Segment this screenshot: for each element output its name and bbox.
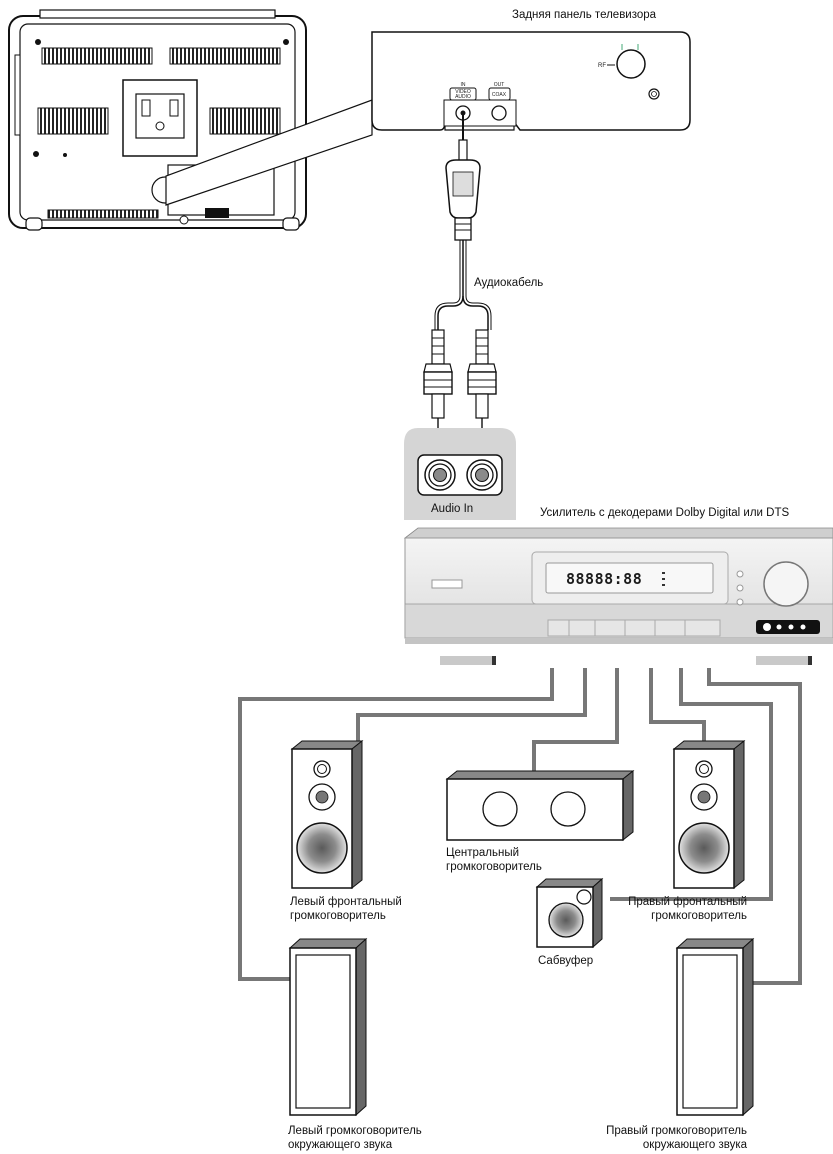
- right-surround-speaker-icon: [675, 937, 755, 1117]
- right-surround-label-line1: Правый громкоговоритель: [606, 1125, 747, 1137]
- tv-jack-audio-label: AUDIO: [455, 94, 471, 100]
- tv-jack-out-label: OUT: [494, 82, 505, 88]
- zoom-callout: [165, 31, 691, 206]
- left-front-label-line1: Левый фронтальный: [290, 896, 402, 908]
- center-speaker-label-line2: громкоговоритель: [446, 861, 542, 873]
- right-surround-label-line2: окружающего звука: [642, 1139, 747, 1151]
- audio-in-label: Audio In: [431, 503, 474, 515]
- tv-back-panel-label: Задняя панель телевизора: [512, 9, 657, 21]
- right-front-label-line1: Правый фронтальный: [628, 896, 747, 908]
- subwoofer-icon: [535, 877, 604, 949]
- right-front-label-line2: громкоговоритель: [651, 910, 747, 922]
- tv-jack-coax-label: COAX: [492, 92, 507, 98]
- tv-jack-in-label: IN: [461, 82, 466, 88]
- left-front-label-line2: громкоговоритель: [290, 910, 386, 922]
- amplifier-icon: 88888:88: [403, 527, 833, 665]
- tv-panel-jacks: IN VIDEO AUDIO OUT COAX RF: [449, 44, 660, 121]
- audio-cable-label: Аудиокабель: [474, 277, 544, 289]
- left-surround-label-line2: окружающего звука: [288, 1139, 393, 1151]
- subwoofer-label: Сабвуфер: [538, 955, 594, 967]
- left-surround-speaker-icon: [288, 937, 368, 1117]
- audio-cable: [434, 115, 492, 330]
- left-surround-label-line1: Левый громкоговоритель: [288, 1125, 422, 1137]
- tv-rear-icon: [8, 9, 307, 231]
- audio-jack-icon: [404, 428, 516, 520]
- tv-rf-label: RF: [598, 63, 606, 69]
- amplifier-label: Усилитель с декодерами Dolby Digital или…: [540, 507, 790, 519]
- right-front-speaker-icon: [672, 739, 746, 890]
- tv-jack-video-label: VIDEO: [455, 89, 471, 95]
- amplifier-display: 88888:88: [566, 570, 642, 588]
- center-speaker-icon: [445, 769, 635, 842]
- left-front-speaker-icon: [290, 739, 364, 890]
- speaker-wires: [238, 668, 802, 985]
- center-speaker-label-line1: Центральный: [446, 847, 520, 859]
